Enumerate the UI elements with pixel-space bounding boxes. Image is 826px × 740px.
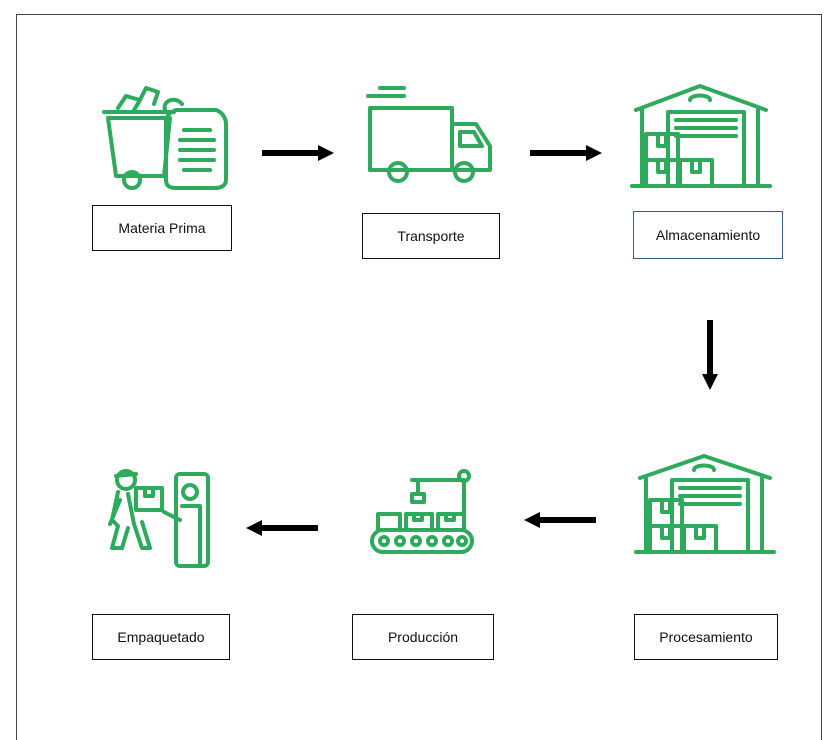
processing-warehouse-icon bbox=[634, 454, 776, 554]
step-transporte-label: Transporte bbox=[362, 213, 500, 259]
conveyor-icon bbox=[370, 469, 474, 554]
step-materia-prima-label: Materia Prima bbox=[92, 205, 232, 251]
warehouse-icon bbox=[630, 84, 772, 188]
arrow-4 bbox=[524, 512, 596, 528]
raw-material-icon bbox=[102, 86, 228, 190]
arrow-3 bbox=[702, 320, 718, 390]
truck-icon bbox=[366, 86, 492, 183]
diagram-frame bbox=[16, 14, 822, 740]
arrow-1 bbox=[262, 145, 334, 161]
step-produccion-label: Producción bbox=[352, 614, 494, 660]
step-empaquetado-label: Empaquetado bbox=[92, 614, 230, 660]
step-almacenamiento-label: Almacenamiento bbox=[633, 211, 783, 259]
delivery-person-icon bbox=[108, 469, 210, 568]
step-procesamiento-label: Procesamiento bbox=[634, 614, 778, 660]
arrow-2 bbox=[530, 145, 602, 161]
arrow-5 bbox=[246, 520, 318, 536]
